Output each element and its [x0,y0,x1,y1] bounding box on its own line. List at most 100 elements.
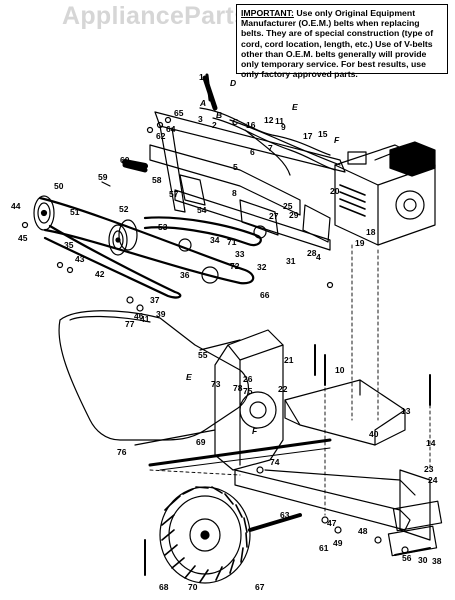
notice-body: Use only Original Equipment Manufacturer… [241,8,434,70]
part-number-callout: 22 [278,384,288,394]
part-number-callout: 33 [235,249,245,259]
part-number-callout: 38 [432,556,442,566]
part-number-callout: 71 [227,237,237,247]
part-number-callout: 77 [125,319,135,329]
part-number-callout: 66 [260,290,270,300]
letter-label: E [186,372,192,382]
part-number-callout: 1 [199,72,204,82]
base-plate [284,379,406,446]
letter-label: E [292,102,298,112]
part-number-callout: 51 [70,207,80,217]
hardware [21,73,431,576]
engine [334,141,436,246]
belt-guard [58,310,249,446]
letter-label: F [334,135,340,145]
part-number-callout: 49 [333,538,343,548]
part-number-callout: 4 [316,252,321,262]
part-number-callout: 28 [307,248,317,258]
part-number-callout: 7 [268,143,273,153]
wheel [159,486,251,584]
part-number-callout: 58 [152,175,162,185]
part-number-callout: 35 [64,240,74,250]
part-number-callout: 55 [198,350,208,360]
part-number-callout: 62 [156,131,166,141]
part-number-callout: 11 [275,116,284,126]
notice-footer: For best results, use only factory appro… [241,59,426,80]
left-pulley [33,195,55,231]
part-number-callout: 30 [418,555,428,565]
part-number-callout: 27 [269,211,279,221]
part-number-callout: 57 [169,189,179,199]
part-number-callout: 41 [140,314,150,324]
part-number-callout: 44 [11,201,21,211]
part-number-callout: 5 [233,162,238,172]
part-number-callout: 15 [318,129,328,139]
part-number-callout: 2 [212,120,217,130]
part-number-callout: 20 [330,186,340,196]
lower-frame [234,469,443,557]
part-number-callout: 8 [232,188,237,198]
part-number-callout: 6 [250,147,255,157]
part-number-callout: 29 [289,210,299,220]
part-number-callout: 45 [18,233,28,243]
part-number-callout: 13 [401,406,411,416]
leader-lines [149,244,431,516]
part-number-callout: 61 [319,543,329,553]
notice-heading: IMPORTANT: [241,8,294,18]
part-number-callout: 59 [98,172,108,182]
part-number-callout: 39 [156,309,166,319]
part-number-callout: 67 [255,582,265,592]
part-number-callout: 24 [428,475,438,485]
part-number-callout: 75 [243,386,253,396]
v-belts [38,196,262,299]
part-number-callout: 12 [264,115,274,125]
axle [148,438,332,532]
part-number-callout: 54 [197,205,207,215]
part-number-callout: 32 [257,262,267,272]
part-number-callout: 68 [159,582,169,592]
part-number-callout: 37 [150,295,160,305]
part-number-callout: 69 [196,437,206,447]
letter-label: C [232,117,239,127]
part-number-callout: 36 [180,270,190,280]
letter-label: A [199,98,206,108]
part-number-callout: 60 [120,155,130,165]
part-number-callout: 18 [366,227,376,237]
part-number-callout: 50 [54,181,64,191]
handle-frame [149,111,346,251]
part-number-callout: 26 [243,374,253,384]
transmission-housing [199,329,284,471]
part-number-callout: 53 [158,222,168,232]
part-number-callout: 74 [270,457,280,467]
part-number-callout: 43 [75,254,85,264]
part-number-callout: 9 [281,122,286,132]
part-number-callout: 65 [174,108,184,118]
part-number-callout: 76 [117,447,127,457]
control-cables [199,107,341,176]
part-number-callout: 10 [335,365,345,375]
part-number-callout: 14 [426,438,436,448]
part-number-callout: 23 [424,464,434,474]
part-number-callout: 40 [369,429,379,439]
letter-label: F [252,426,258,436]
part-number-callout: 73 [211,379,221,389]
part-number-callout: 3 [198,114,203,124]
part-number-callout: 31 [286,256,296,266]
part-number-callout: 64 [166,124,176,134]
part-number-callout: 25 [283,201,293,211]
part-number-callout: 16 [246,120,256,130]
important-notice: IMPORTANT: Use only Original Equipment M… [236,4,448,79]
part-number-callout: 34 [210,235,220,245]
part-number-callout: 56 [402,553,412,563]
part-number-callout: 78 [233,383,243,393]
letter-label: D [230,78,236,88]
part-number-callout: 52 [119,204,129,214]
part-number-callout: 17 [303,131,313,141]
part-number-callout: 47 [327,518,337,528]
part-number-callout: 72 [230,261,240,271]
part-number-callout: 46 [134,311,144,321]
part-number-callout: 63 [280,510,290,520]
